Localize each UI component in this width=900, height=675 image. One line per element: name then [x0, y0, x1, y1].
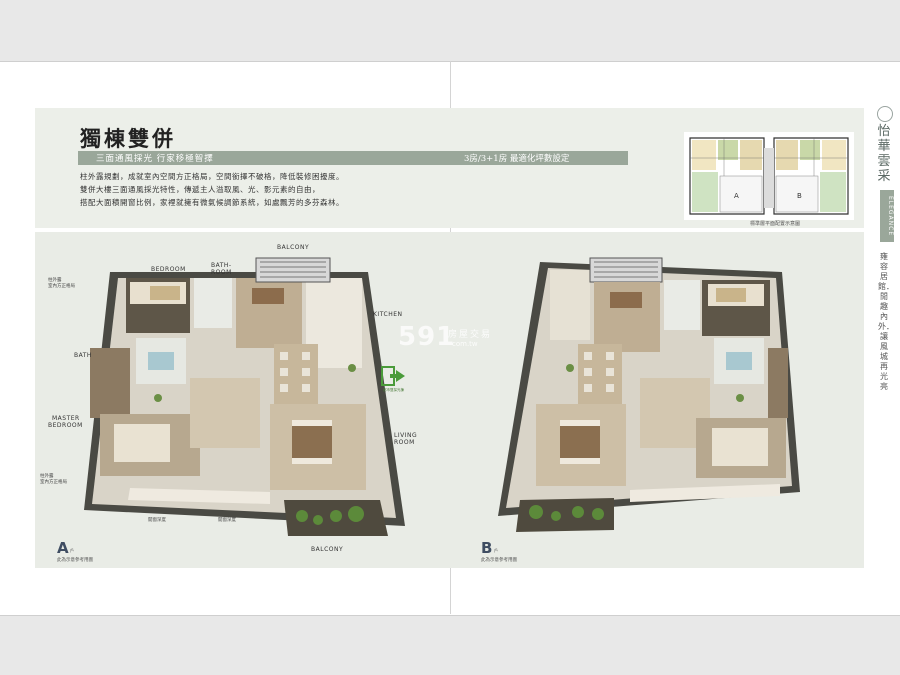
note-window-depth-2: 開窗深度: [218, 518, 236, 523]
label-living-1: LIVING: [394, 432, 418, 439]
description-line: 搭配大面積開窗比例，家裡就擁有微氣候調節系統，如處飄芳的多芬森林。: [80, 198, 344, 207]
unit-a-badge-note: 此為示意參考用圖: [57, 558, 93, 563]
brand-english-tag: ELEGANCE: [880, 190, 894, 242]
watermark-number: 591: [398, 322, 456, 352]
unit-b-badge: B: [481, 539, 493, 557]
unit-b-3d-plan: [498, 257, 800, 532]
label-balcony-bottom: BALCONY: [311, 546, 344, 553]
label-bath: BATH: [74, 352, 92, 359]
description-line: 雙併大樓三面通風採光特性，傳遞主人溢取風、光、影元素的自由，: [80, 185, 320, 194]
unit-b-badge-note: 此為示意參考用圖: [481, 558, 517, 563]
label-living-2: ROOM: [394, 439, 415, 446]
keyplan-caption: 標準層平面配置示意圖: [750, 221, 801, 227]
brand-name: 怡華雲采: [877, 124, 891, 184]
keyplan-diagram: A B: [684, 132, 854, 220]
brand-logo-icon: [877, 106, 893, 122]
subtitle-left: 三面通風採光 行家移極智擇: [96, 154, 214, 164]
description: 柱外露規劃，成就室內空間方正格局，空間銜擇不破格，降低裝修困擾度。 雙併大樓三面…: [80, 170, 344, 209]
label-master-1: MASTER: [52, 415, 80, 422]
note-column-top-1: 柱外露: [48, 278, 62, 283]
label-master-2: BEDROOM: [48, 422, 83, 429]
entry-label: 都市雙採光棟: [383, 388, 404, 392]
label-kitchen: KITCHEN: [373, 311, 403, 318]
unit-a-badge: A: [57, 539, 69, 557]
unit-a-badge-suffix: 戶: [70, 548, 74, 553]
label-bathroom-2: ROOM: [211, 269, 232, 276]
label-bedroom: BEDROOM: [151, 266, 186, 273]
keyplan-unit-b: B: [797, 192, 802, 200]
note-column-bottom-2: 室內方正格局: [40, 480, 67, 485]
page-title: 獨棟雙併: [80, 126, 176, 151]
note-window-depth-1: 開窗深度: [148, 518, 166, 523]
label-bathroom-1: BATH-: [211, 262, 232, 269]
unit-a-3d-plan: [84, 257, 405, 536]
watermark-text: 房屋交易: [448, 330, 493, 340]
watermark-domain: com.tw: [452, 340, 478, 348]
entry-door-icon: [381, 366, 405, 386]
subtitle-right: 3房/3+1房 最適化坪數設定: [464, 154, 570, 164]
subtitle-bar: [78, 151, 628, 165]
brand-slogan: 雍容居館．閒趣內外．讓風城再光亮: [878, 252, 894, 391]
note-column-bottom-1: 柱外露: [40, 474, 54, 479]
unit-b-badge-suffix: 戶: [494, 548, 498, 553]
keyplan-unit-a: A: [734, 192, 739, 200]
label-balcony-top: BALCONY: [277, 244, 310, 251]
note-column-top-2: 室內方正格局: [48, 284, 75, 289]
description-line: 柱外露規劃，成就室內空間方正格局，空間銜擇不破格，降低裝修困擾度。: [80, 172, 344, 181]
